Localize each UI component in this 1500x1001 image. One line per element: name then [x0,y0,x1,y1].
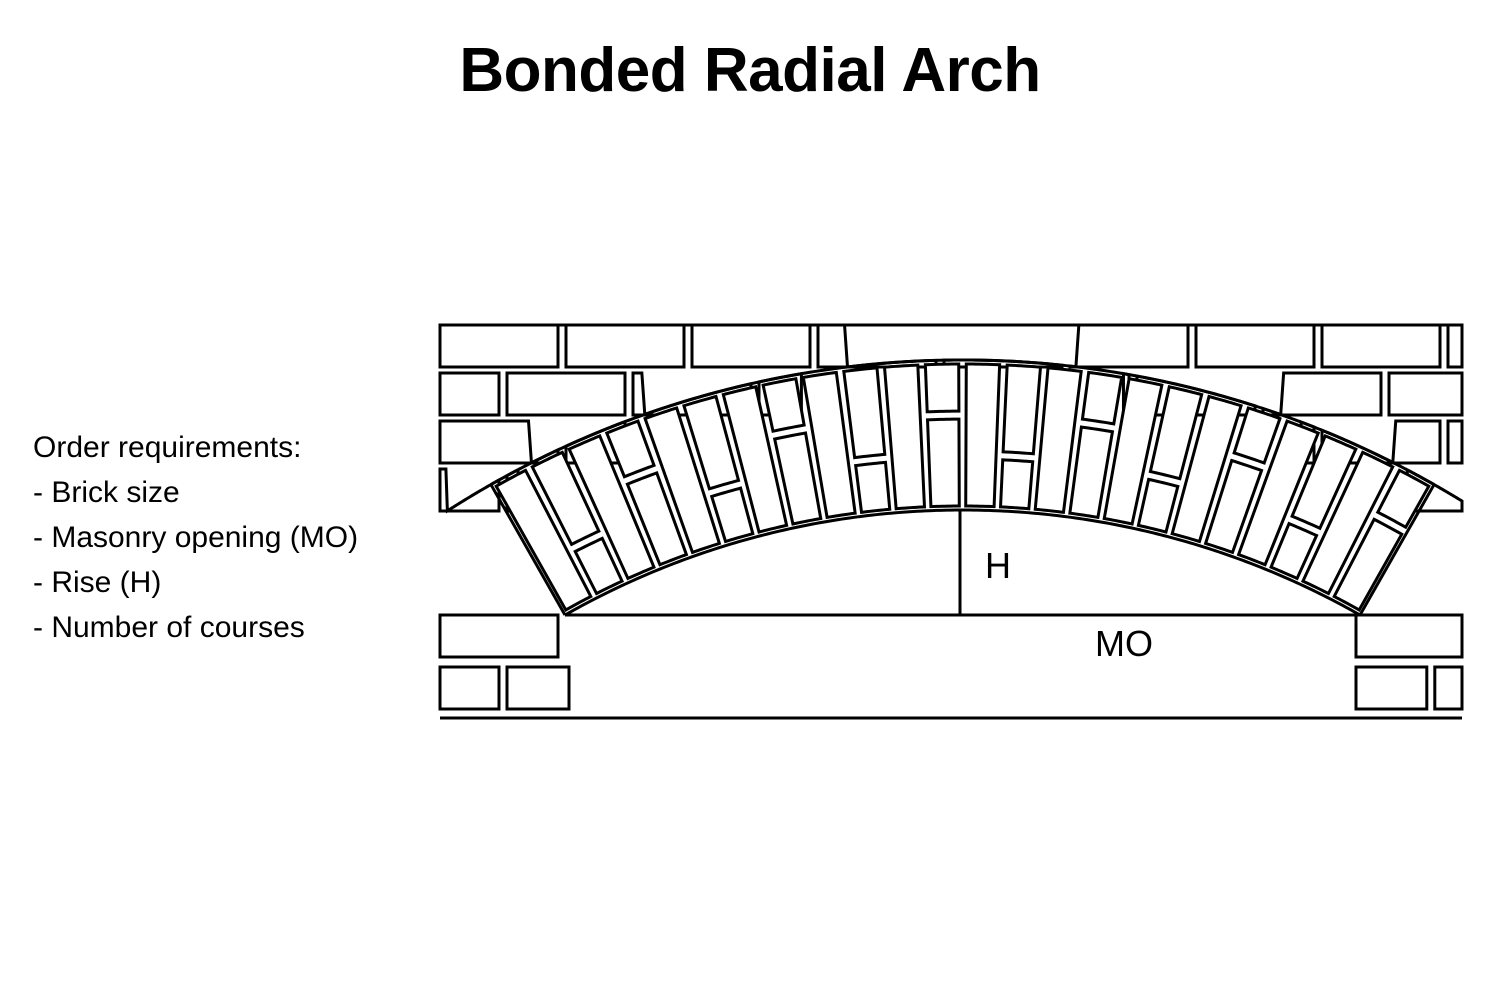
voussoir-full [1300,450,1395,596]
wall-brick [1446,323,1464,369]
voussoir-inner [1332,517,1404,612]
voussoir-outer [530,450,601,547]
wall-brick [1433,665,1464,711]
voussoir-inner [1269,521,1319,581]
voussoir-inner [1136,477,1180,534]
wall-brick [1354,613,1464,659]
voussoir-full [494,468,593,612]
wall-brick [438,665,501,711]
voussoir-full [721,384,789,534]
wall-brick [1387,371,1464,417]
wall-brick [438,613,560,659]
order-requirements-block: Order requirements: - Brick size - Mason… [33,425,358,650]
voussoir-full [1102,376,1164,526]
voussoir-full [567,433,656,581]
requirement-item-number-of-courses: - Number of courses [33,611,305,644]
voussoir-inner [1068,425,1115,520]
voussoir-inner [573,536,625,596]
wall-brick [505,665,571,711]
voussoir-outer [1080,370,1124,426]
voussoir-outer [1290,433,1358,531]
voussoir-outer [1001,363,1043,456]
voussoir-full [643,406,722,555]
wall-brick [564,323,686,369]
wall-brick [690,323,812,369]
extrados-curve [490,358,1435,486]
wall-brick [1320,323,1442,369]
opening-label: MO [1095,623,1153,664]
rise-label: H [985,545,1011,586]
wall-brick [505,371,627,417]
wall-brick [1446,419,1464,465]
voussoir-outer [682,394,741,491]
voussoir-full [1033,366,1083,515]
voussoir-full [964,362,1002,509]
wall-brick [438,467,501,514]
skewback-left [489,483,567,616]
requirement-item-brick-size: - Brick size [33,476,180,509]
voussoir-outer [842,366,887,460]
requirement-item-masonry-opening: - Masonry opening (MO) [33,521,359,554]
voussoir-full [882,363,927,511]
wall-brick [1068,323,1190,369]
requirements-heading: Order requirements: [33,431,302,464]
wall-brick [438,323,560,369]
wall-brick [438,371,501,417]
voussoir-outer [761,376,806,433]
voussoir-inner [625,470,689,567]
voussoir-outer [604,419,656,479]
voussoir-inner [853,460,892,515]
wall-brickwork-layer [438,323,1464,720]
voussoir-inner [998,458,1035,511]
page-title: Bonded Radial Arch [459,36,1041,105]
wall-brick [438,419,560,466]
voussoir-outer [1148,384,1204,481]
voussoir-outer [923,362,961,414]
voussoir-inner [709,486,755,544]
voussoir-full [1236,419,1321,567]
arch-voussoir-layer [489,358,1436,617]
voussoir-full [801,370,857,520]
voussoir-inner [772,431,823,526]
intrados-curve [564,508,1361,617]
skewback-right [1358,483,1436,616]
wall-brick [1354,665,1429,711]
voussoir-outer [1232,406,1282,465]
voussoir-inner [1203,458,1264,555]
voussoir-inner [925,417,961,509]
wall-brick [1261,371,1383,417]
requirement-item-rise: - Rise (H) [33,566,162,599]
voussoir-outer [1375,468,1431,530]
dimension-annotation-layer: H MO [565,510,1360,664]
wall-brick [1194,323,1316,369]
voussoir-full [1170,394,1243,544]
